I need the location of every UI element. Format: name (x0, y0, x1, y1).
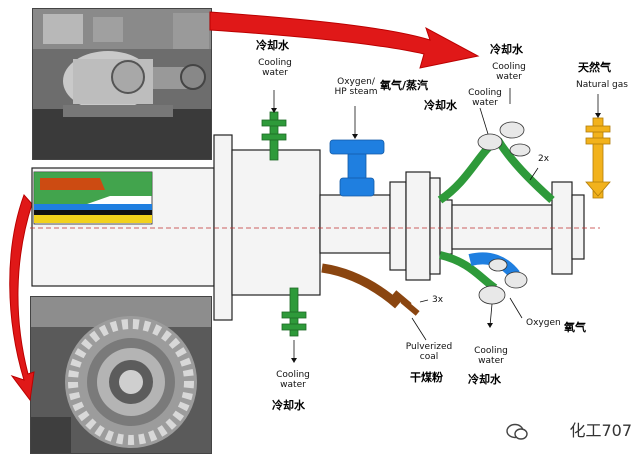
cooling-water-outlet-bottom (281, 287, 307, 337)
leader-lines (273, 88, 599, 360)
pulverized-coal-pipe (321, 263, 401, 309)
cooling-water-mid-cn-label: 冷却水 (424, 99, 457, 112)
multiplier-3x-label: 3x (432, 295, 444, 305)
cooling-water-bottom-right-en-label: Cooling water (474, 346, 508, 366)
multiplier-2x-label: 2x (538, 154, 550, 164)
oxygen-connector-lower (478, 258, 528, 305)
burner-photo-bottom (30, 296, 212, 454)
flow-arrow-top (209, 11, 480, 69)
oxygen-cn-label: 氧气 (564, 321, 586, 334)
burner-photo-top (32, 8, 212, 160)
natural-gas-en-label: Natural gas (576, 80, 628, 90)
leader-arrowheads (271, 108, 601, 363)
cooling-water-bottom-cn-label: 冷却水 (272, 399, 305, 412)
watermark: 化工707 (569, 421, 632, 440)
oxygen-steam-cn-label: 氧气/蒸汽 (380, 79, 429, 92)
oxygen-steam-inlet (329, 139, 385, 197)
cooling-water-pipe-lower (438, 251, 498, 292)
natural-gas-cn-label: 天然气 (578, 61, 611, 74)
flow-arrow-left (9, 194, 35, 402)
cooling-water-right-en-label: Cooling water (492, 62, 526, 82)
cooling-water-top-cn-label: 冷却水 (256, 39, 289, 52)
burner-cross-section (33, 171, 153, 225)
burner-body (31, 134, 585, 321)
pulverized-coal-flange (392, 290, 420, 316)
cooling-water-connector-upper (477, 121, 531, 157)
natural-gas-inlet (585, 117, 611, 199)
cooling-water-mid-en-label: Cooling water (468, 88, 502, 108)
wechat-logo-icon (506, 423, 528, 440)
cooling-water-inlet-top (261, 111, 287, 161)
pulverized-coal-cn-label: 干煤粉 (410, 371, 443, 384)
pulverized-coal-en-label: Pulverized coal (405, 342, 453, 362)
cooling-water-top-en-label: Cooling water (258, 58, 292, 78)
cooling-water-bottom-right-cn-label: 冷却水 (468, 373, 501, 386)
cooling-water-bottom-en-label: Cooling water (276, 370, 310, 390)
oxygen-steam-en-label: Oxygen/ HP steam (334, 77, 378, 97)
cooling-water-right-cn-label: 冷却水 (490, 43, 523, 56)
oxygen-en-label: Oxygen (526, 318, 561, 328)
